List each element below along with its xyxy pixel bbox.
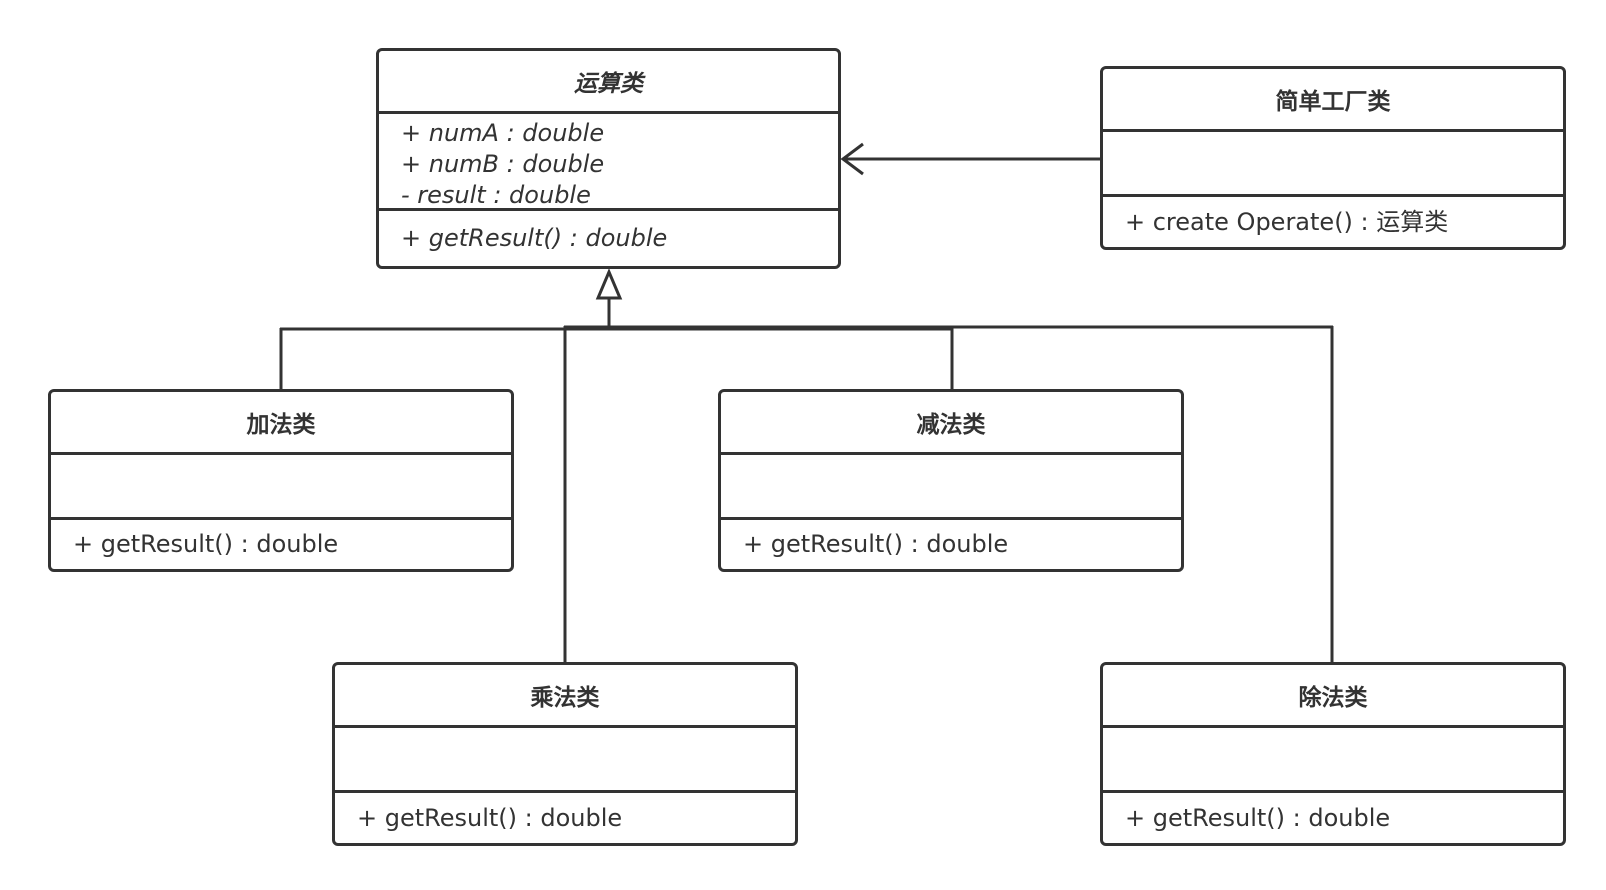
method-getResult: + getResult() : double xyxy=(73,530,339,558)
division-class-methods: + getResult() : double xyxy=(1103,793,1563,843)
subtraction-class[interactable]: 减法类 + getResult() : double xyxy=(718,389,1184,572)
operation-class[interactable]: 运算类 + numA : double + numB : double - re… xyxy=(376,48,841,269)
factory-class[interactable]: 简单工厂类 + create Operate() : 运算类 xyxy=(1100,66,1566,250)
attribute-numA: + numA : double xyxy=(401,119,605,147)
addition-class[interactable]: 加法类 + getResult() : double xyxy=(48,389,514,572)
generalization-triangle xyxy=(595,268,623,300)
subtraction-class-methods: + getResult() : double xyxy=(721,520,1181,569)
method-createOperate: + create Operate() : 运算类 xyxy=(1125,207,1449,236)
operation-class-methods: + getResult() : double xyxy=(379,211,838,266)
subtraction-class-attributes xyxy=(721,455,1181,520)
dependency-arrowhead xyxy=(840,142,864,176)
method-getResult: + getResult() : double xyxy=(1125,803,1391,832)
division-class-name: 除法类 xyxy=(1103,665,1563,728)
operation-class-attributes: + numA : double + numB : double - result… xyxy=(379,114,838,211)
division-class[interactable]: 除法类 + getResult() : double xyxy=(1100,662,1566,846)
attribute-numB: + numB : double xyxy=(401,150,605,178)
multiplication-class-name: 乘法类 xyxy=(335,665,795,728)
multiplication-class[interactable]: 乘法类 + getResult() : double xyxy=(332,662,798,846)
addition-class-attributes xyxy=(51,455,511,520)
method-getResult: + getResult() : double xyxy=(401,224,668,252)
multiplication-class-attributes xyxy=(335,728,795,793)
operation-class-name: 运算类 xyxy=(379,51,838,114)
addition-class-name: 加法类 xyxy=(51,392,511,455)
attribute-result: - result : double xyxy=(401,181,591,209)
method-getResult: + getResult() : double xyxy=(743,530,1009,558)
multiplication-class-methods: + getResult() : double xyxy=(335,793,795,843)
subtraction-class-name: 减法类 xyxy=(721,392,1181,455)
factory-class-attributes xyxy=(1103,132,1563,197)
addition-class-methods: + getResult() : double xyxy=(51,520,511,569)
factory-class-name: 简单工厂类 xyxy=(1103,69,1563,132)
method-getResult: + getResult() : double xyxy=(357,803,623,832)
division-class-attributes xyxy=(1103,728,1563,793)
factory-class-methods: + create Operate() : 运算类 xyxy=(1103,197,1563,247)
